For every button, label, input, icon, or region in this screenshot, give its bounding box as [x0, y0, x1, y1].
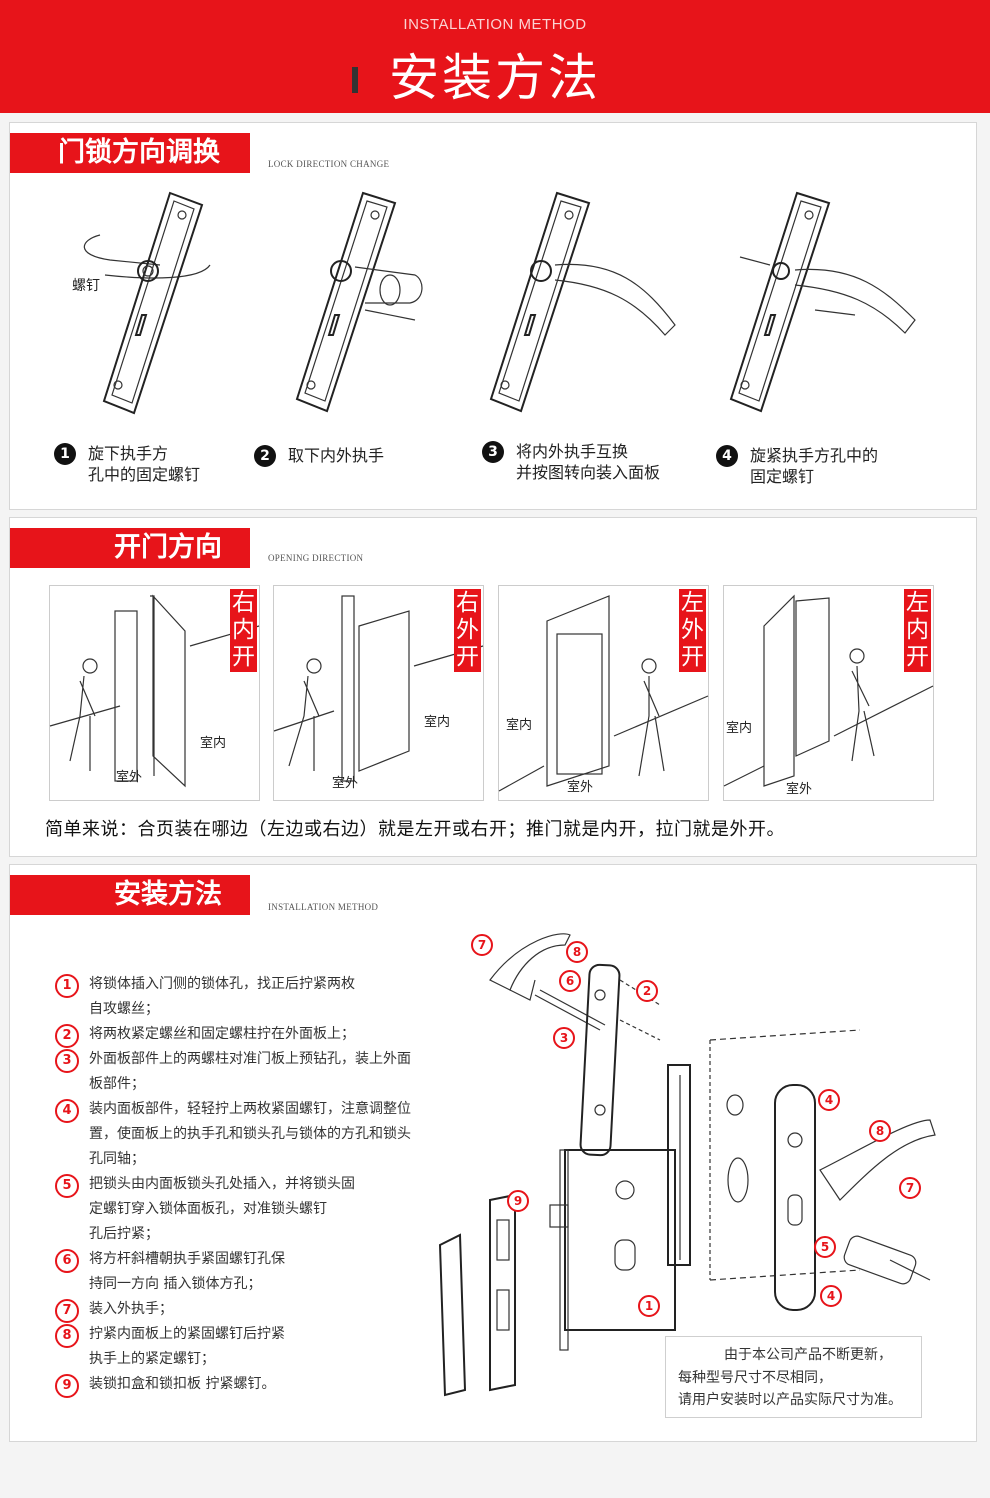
- outdoor-label: 室外: [116, 770, 143, 785]
- indoor-label: 室内: [726, 721, 753, 736]
- diagram-badge: 4: [818, 1089, 840, 1111]
- diagram-badge: 4: [820, 1285, 842, 1307]
- door-left-inward: 左内开 室内 室外: [723, 585, 934, 801]
- section-title: 安装方法: [10, 875, 250, 915]
- door-left-outward: 左外开 室内 室外: [498, 585, 709, 801]
- opening-direction-summary: 简单来说：合页装在哪边（左边或右边）就是左开或右开；推门就是内开，拉门就是外开。: [45, 819, 785, 840]
- section-english-title: LOCK DIRECTION CHANGE: [268, 159, 390, 169]
- indoor-label: 室内: [200, 736, 227, 751]
- screw-label: 螺钉: [72, 278, 100, 294]
- lock-direction-panel: 门锁方向调换 LOCK DIRECTION CHANGE 螺钉: [9, 122, 977, 510]
- lock-illustration-2: [295, 191, 423, 413]
- step-number: 2: [254, 445, 276, 467]
- diagram-badge: 7: [899, 1177, 921, 1199]
- outdoor-label: 室外: [332, 776, 359, 791]
- exploded-lock-diagram: [438, 933, 936, 1397]
- door-right-inward: 右内开 室内 室外: [49, 585, 260, 801]
- header-english-title: INSTALLATION METHOD: [403, 16, 587, 33]
- outdoor-label: 室外: [786, 782, 813, 797]
- diagram-badge: 7: [471, 934, 493, 956]
- diagram-badge: 2: [636, 980, 658, 1002]
- lock-illustration-3: [489, 191, 676, 413]
- lock-illustration-1: [83, 191, 211, 415]
- diagram-badge: 8: [566, 941, 588, 963]
- door-illustration: [498, 595, 709, 792]
- product-notice: 由于本公司产品不断更新， 每种型号尺寸不尽相同， 请用户安装时以产品实际尺寸为准…: [665, 1336, 922, 1418]
- notice-line: 由于本公司产品不断更新，: [724, 1347, 892, 1363]
- door-illustration: [723, 594, 934, 787]
- door-illustration: [273, 595, 484, 782]
- diagram-badge: 8: [869, 1120, 891, 1142]
- diagram-badge: 5: [814, 1236, 836, 1258]
- door-illustration: [49, 594, 260, 788]
- door-direction-label: 左内开: [904, 589, 931, 672]
- door-right-outward: 右外开 室内 室外: [273, 585, 484, 801]
- step-text: 旋下执手方 孔中的固定螺钉: [88, 444, 201, 484]
- step-number: 1: [54, 443, 76, 465]
- diagram-badge: 1: [638, 1295, 660, 1317]
- notice-line: 每种型号尺寸不尽相同，: [678, 1370, 832, 1386]
- indoor-label: 室内: [424, 715, 451, 730]
- section-english-title: OPENING DIRECTION: [268, 553, 364, 563]
- header-accent-bar: [352, 67, 358, 93]
- section-title: 门锁方向调换: [10, 133, 250, 173]
- header-title: 安装方法: [389, 49, 601, 107]
- page-header: INSTALLATION METHOD 安装方法: [0, 0, 990, 113]
- section-english-title: INSTALLATION METHOD: [268, 902, 379, 912]
- diagram-badge: 3: [553, 1027, 575, 1049]
- step-number: 4: [716, 445, 738, 467]
- indoor-label: 室内: [506, 718, 533, 733]
- outdoor-label: 室外: [567, 780, 594, 795]
- door-direction-label: 左外开: [679, 589, 706, 672]
- lock-illustration-4: [729, 191, 916, 413]
- step-text: 旋紧执手方孔中的 固定螺钉: [750, 446, 879, 486]
- section-title: 开门方向: [10, 528, 250, 568]
- door-direction-label: 右外开: [454, 589, 481, 672]
- step-text: 取下内外执手: [288, 446, 385, 465]
- diagram-badge: 6: [559, 970, 581, 992]
- notice-line: 请用户安装时以产品实际尺寸为准。: [678, 1392, 902, 1408]
- diagram-badge: 9: [507, 1190, 529, 1212]
- step-text: 将内外执手互换 并按图转向装入面板: [516, 442, 661, 482]
- step-number: 3: [482, 441, 504, 463]
- door-direction-label: 右内开: [230, 589, 257, 672]
